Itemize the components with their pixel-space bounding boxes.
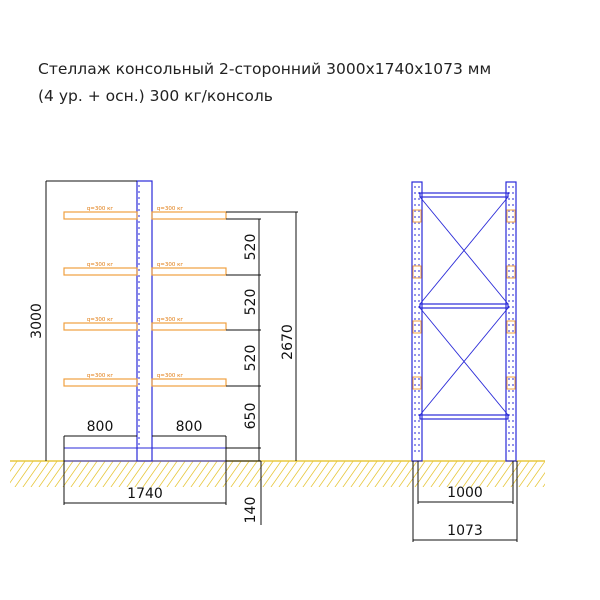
arm-load-label: q=300 кг — [157, 262, 184, 268]
arm-load-label: q=300 кг — [157, 373, 184, 379]
dim-bottom-level: 650 — [243, 403, 259, 430]
arm-right-level-1 — [151, 211, 227, 220]
title-line-2: (4 ур. + осн.) 300 кг/консоль — [38, 87, 273, 105]
dim-base-length: 1740 — [127, 486, 163, 502]
dim-outer-width: 1073 — [447, 523, 483, 539]
dim-level-spacing-3: 520 — [243, 345, 259, 372]
dim-level-spacing-1: 520 — [243, 234, 259, 261]
dim-arm-right: 800 — [176, 419, 203, 435]
side-view: q=300 кг q=300 кг q=300 кг q=300 кг q=300 кг… — [29, 180, 298, 525]
front-beam-middle — [419, 303, 509, 309]
dim-total-height: 3000 — [29, 303, 45, 339]
dim-top-arm-height: 2670 — [280, 324, 296, 360]
dimension-lines — [45, 180, 298, 525]
arm-load-label: q=300 кг — [157, 206, 184, 212]
arm-left-level-2 — [63, 267, 138, 276]
front-beam-bottom — [419, 414, 509, 420]
ground — [10, 460, 545, 487]
arm-load-label: q=300 кг — [87, 206, 114, 212]
arm-load-label: q=300 кг — [87, 373, 114, 379]
front-left-column — [411, 181, 423, 462]
arm-load-label: q=300 кг — [87, 317, 114, 323]
arm-right-level-3 — [151, 322, 227, 331]
arm-right-level-2 — [151, 267, 227, 276]
front-right-column — [505, 181, 517, 462]
front-beam-top — [419, 192, 509, 198]
dim-inner-width: 1000 — [447, 485, 483, 501]
dim-arm-left: 800 — [87, 419, 114, 435]
arm-left-level-3 — [63, 322, 138, 331]
arm-left-level-4 — [63, 378, 138, 387]
front-view — [411, 181, 517, 462]
arm-right-level-4 — [151, 378, 227, 387]
dim-base-height: 140 — [243, 497, 259, 524]
title-line-1: Стеллаж консольный 2-сторонний 3000х1740… — [38, 60, 492, 78]
cross-bracing — [419, 196, 509, 416]
front-dimension-lines — [412, 461, 518, 542]
dim-level-spacing-2: 520 — [243, 289, 259, 316]
arm-left-level-1 — [63, 211, 138, 220]
base — [63, 447, 227, 462]
arm-load-label: q=300 кг — [87, 262, 114, 268]
column — [136, 180, 153, 462]
arm-load-label: q=300 кг — [157, 317, 184, 323]
